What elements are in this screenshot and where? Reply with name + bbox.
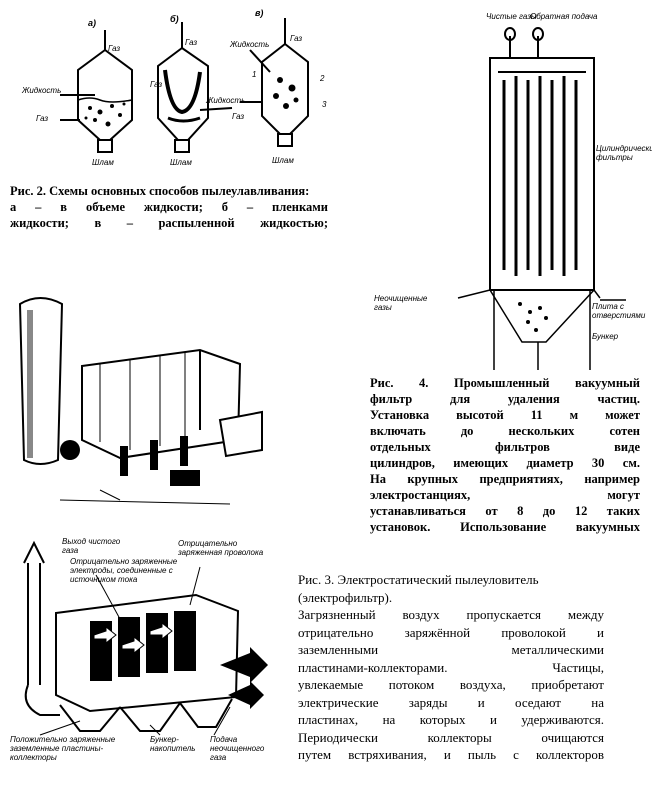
fig2-caption-title: Рис. 2. Схемы основных способов пылеулав…: [10, 184, 310, 198]
fig3-label-pos-plates: Положительно заряженные заземленные плас…: [10, 735, 116, 762]
fig2-gas-in-a: Газ: [36, 114, 49, 123]
fig2-gas-out-a: Газ: [108, 44, 121, 53]
fig3-caption-line: отрицательно заряжённой проволокой и: [298, 624, 604, 640]
fig2-liquid-b: Жидкость: [206, 96, 246, 105]
fig2-sub-v: в): [255, 8, 264, 18]
fig3-label-dirty-gas-feed: Подача неочищенного газа: [210, 735, 265, 762]
fig3-label-clean-gas-out: Выход чистого газа: [62, 537, 121, 555]
fig2-sub-a: а): [88, 18, 97, 28]
baghouse-drawing: [18, 297, 263, 505]
fig3-caption-line: путем встряхивания, и пыль с коллекторов: [298, 747, 604, 762]
fig3-caption: Рис. 3. Электростатический пылеуловитель…: [298, 571, 604, 783]
fig2-sub-b: б): [170, 14, 179, 24]
fig4-caption: Рис. 4. Промышленный вакуумный фильтр дл…: [370, 375, 640, 550]
fig4-caption-line: Рис. 4. Промышленный вакуумный: [370, 376, 640, 390]
fig3-caption-line: электрические заряды и оседают на: [298, 694, 604, 710]
fig4-caption-line: На крупных предприятиях, например: [370, 472, 640, 486]
fig3-caption-line: пластинах, на которых и удерживаются.: [298, 712, 604, 727]
fig3-caption-title: Рис. 3. Электростатический пылеуловитель…: [298, 572, 539, 605]
fig2-diagram: а) б) в): [0, 0, 340, 180]
fig4-caption-line: отдельных фильтров виде: [370, 440, 640, 454]
fig4-caption-line: установок. Использование вакуумных: [370, 520, 640, 534]
fig4-label-bunker: Бункер: [592, 332, 619, 341]
fig3-label-neg-wire: Отрицательно заряженная проволока: [178, 539, 264, 557]
fig4-diagram: Чистые газы Обратная подача Цилиндрическ…: [370, 0, 652, 372]
fig4-label-clean-gas: Чистые газы: [486, 12, 537, 21]
fig2-caption-line1: а – в объеме жидкости; б – пленками: [10, 200, 328, 214]
fig2-gas-in-v: Газ: [232, 112, 245, 121]
fig2-num-2: 2: [320, 74, 325, 83]
fig2-sludge-v: Шлам: [272, 156, 294, 165]
fig3-precipitator-drawing: [23, 540, 268, 736]
fig4-filter-drawing: [457, 27, 626, 370]
fig3-caption-line: заземленными металлическими: [298, 642, 604, 657]
fig4-caption-line: цилиндров, имеющих диаметр 30 см.: [370, 456, 640, 470]
fig4-caption-line: включать до нескольких сотен: [370, 424, 640, 438]
fig3-label-bunker-collector: Бункер-накопитель: [150, 735, 196, 753]
fig4-label-dirty-gas: Неочищенные газы: [374, 294, 428, 312]
fig3-label-neg-electrodes: Отрицательно заряженные электроды, соеди…: [70, 557, 178, 584]
fig2-caption-line2: жидкости; в – распыленной жидкостью;: [10, 216, 328, 230]
fig4-label-cylinder-filters: Цилиндрические фильтры: [596, 144, 652, 162]
fig3-diagram: Выход чистого газа Отрицательно заряженн…: [0, 535, 292, 796]
fig3-caption-line: Периодически коллекторы очищаются: [298, 729, 604, 745]
fig4-caption-line: Установка высотой 11 м может: [370, 408, 640, 422]
fig2-vessels-drawing: [60, 18, 309, 153]
fig3-caption-line: пластинами-коллекторами. Частицы,: [298, 659, 604, 675]
fig3-caption-line: увлекаемые потоком воздуха, приобретают: [298, 677, 604, 692]
fig2-sludge-b: Шлам: [170, 158, 192, 167]
fig2-caption: Рис. 2. Схемы основных способов пылеулав…: [10, 183, 328, 231]
fig2-num-3: 3: [322, 100, 327, 109]
fig2-gas-out-v: Газ: [290, 34, 303, 43]
baghouse-illustration: [0, 290, 270, 535]
fig3-caption-line: Загрязненный воздух пропускается между: [298, 607, 604, 622]
fig4-caption-line: электростанциях, могут: [370, 488, 640, 502]
fig2-sludge-a: Шлам: [92, 158, 114, 167]
fig4-caption-line: фильтр для удаления частиц.: [370, 392, 640, 406]
fig4-label-reverse-feed: Обратная подача: [530, 12, 598, 21]
fig4-label-plate: Плита с отверстиями: [592, 302, 646, 320]
fig2-liquid-v: Жидкость: [230, 40, 270, 49]
fig4-caption-line: устанавливаться от 8 до 12 таких: [370, 504, 640, 518]
fig2-gas-in-b: Газ: [150, 80, 163, 89]
fig2-num-1: 1: [252, 70, 257, 79]
fig2-gas-out-b: Газ: [185, 38, 198, 47]
fig2-liquid-a: Жидкость: [22, 86, 62, 95]
